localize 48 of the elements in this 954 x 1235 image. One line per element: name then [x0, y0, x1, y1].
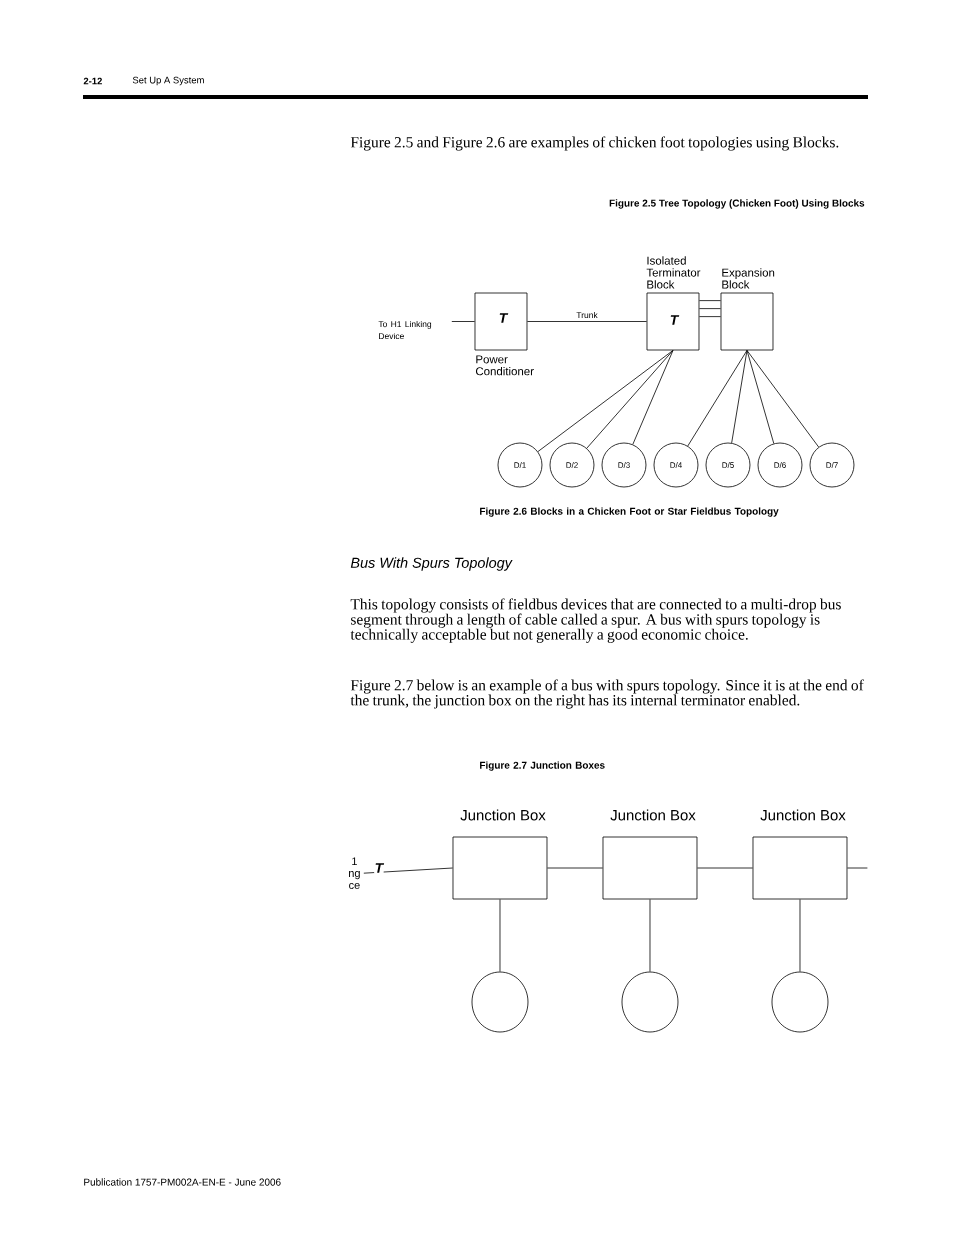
connector-line: [697, 867, 753, 869]
device-circle: [621, 971, 679, 1033]
connector-line: [537, 350, 674, 452]
figure-caption: Figure 2.5 Tree Topology (Chicken Foot) Using Blocks: [609, 199, 865, 209]
running-header: Set Up A System: [132, 76, 204, 86]
connector-line: [687, 350, 748, 447]
device-circle: [471, 971, 529, 1033]
connector-line: [746, 350, 820, 448]
junction-box: Junction Box: [752, 809, 848, 900]
connector-line: [499, 899, 501, 972]
terminator-mark: T: [374, 862, 385, 874]
connector-line: [451, 321, 475, 322]
expansion-block-box: Expansion Block: [720, 268, 775, 351]
connector-line: [527, 321, 647, 322]
terminator-block-box: Isolated Terminator Block T: [646, 256, 701, 351]
connector-line: [847, 867, 868, 869]
connector-line: [586, 350, 674, 449]
connector-line: [649, 899, 651, 972]
body-paragraph: Figure 2.7 below is an example of a bus with spurs topology. Since it is at the end of the trunk, the junction box on the right has its internal terminator enabled.: [350, 679, 864, 709]
connector-line: [699, 316, 721, 317]
figure-caption: Figure 2.7 Junction Boxes: [480, 761, 605, 771]
terminal-label: To H1 Linking Device: [378, 320, 432, 340]
node-label: Junction Box: [460, 809, 546, 821]
terminal-label: 1 ng ce: [349, 857, 360, 889]
footer-text: Publication 1757-PM002A-EN-E - June 2006: [84, 1178, 281, 1186]
node-label: Isolated Terminator Block: [646, 256, 701, 289]
connector-line: [699, 308, 721, 309]
connector-line: [746, 350, 775, 444]
device-circle: [771, 971, 829, 1033]
node-label: Expansion Block: [722, 268, 775, 289]
edge-label: Trunk: [576, 311, 598, 319]
connector-line: [632, 350, 674, 445]
node-label: Junction Box: [760, 809, 846, 821]
body-paragraph: Figure 2.5 and Figure 2.6 are examples of chicken foot topologies using Blocks.: [350, 136, 839, 151]
body-paragraph: This topology consists of fieldbus devices that are connected to a multi-drop bus segment through a length of cable called a spur. A bus with spurs topology is technically acceptable but not generally a good economic choice.: [350, 598, 841, 643]
junction-box: Junction Box: [452, 809, 548, 900]
connector-line: [699, 300, 721, 301]
power-conditioner-box: T Power Conditioner: [474, 292, 534, 376]
figure-caption: Figure 2.6 Blocks in a Chicken Foot or Star Fieldbus Topology: [480, 507, 779, 517]
connector-line: [363, 867, 453, 874]
connector-line: [547, 867, 603, 869]
junction-box: Junction Box: [602, 809, 698, 900]
node-label: Junction Box: [610, 809, 696, 821]
connector-line: [731, 350, 748, 444]
section-heading: Bus With Spurs Topology: [350, 557, 513, 571]
connector-line: [799, 899, 801, 972]
page-number: 2-12: [83, 77, 102, 85]
node-label: Power Conditioner: [475, 355, 534, 376]
